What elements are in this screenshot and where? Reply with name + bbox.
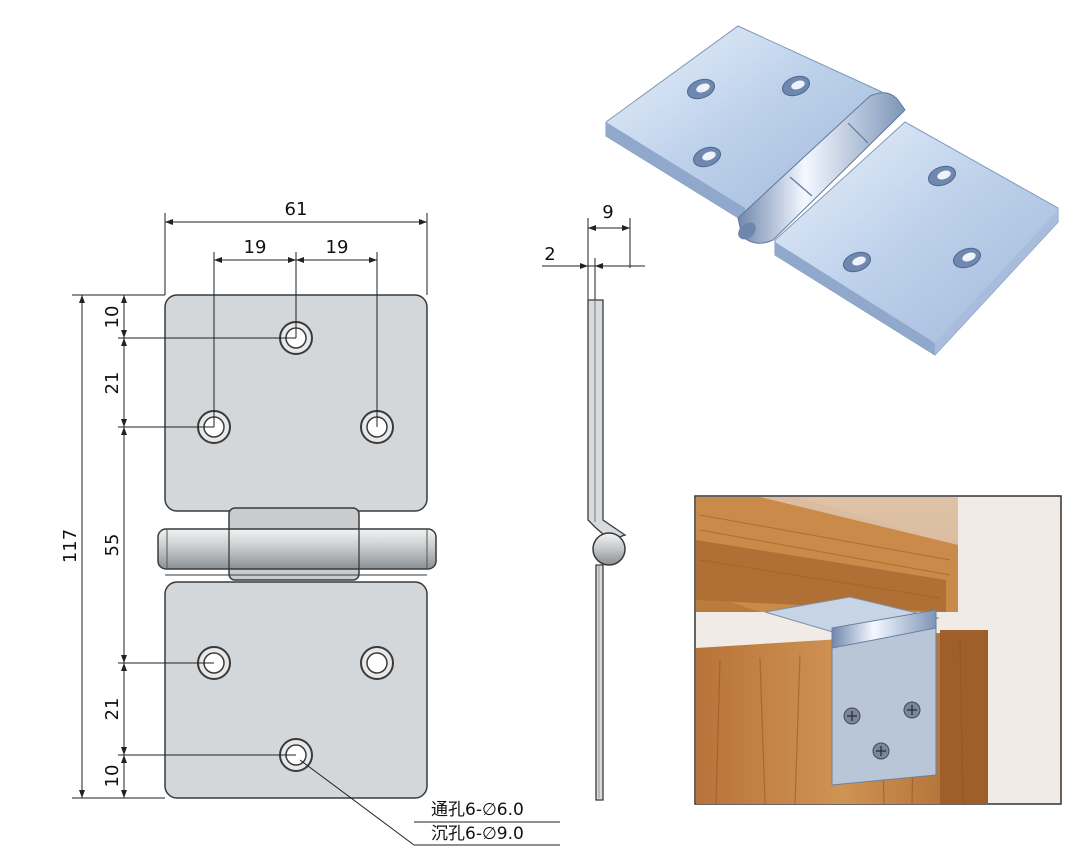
dim-knuckle-width: 9 [602,202,613,223]
dim-thickness: 2 [544,244,555,265]
front-view [157,294,437,799]
note-through-hole: 通孔6-∅6.0 [431,800,524,820]
dim-total-width: 61 [285,199,308,220]
dimension-lines [72,213,560,846]
pin-barrel [157,528,437,570]
installation-photo [694,495,1062,805]
hinge-3d-render [605,25,1059,356]
side-view [542,218,645,801]
dim-hole-spacing-left: 19 [244,237,267,258]
dim-overall-height: 117 [60,529,81,563]
bottom-leaf [164,581,428,799]
pin-circle [592,532,626,566]
dim-row-gap-bottom: 21 [102,698,123,721]
hole [360,646,394,680]
dim-row-gap-top: 21 [102,372,123,395]
dim-middle-span: 55 [102,534,123,557]
dim-hole-spacing-right: 19 [326,237,349,258]
note-countersunk-hole: 沉孔6-∅9.0 [431,824,524,844]
dim-bottom-edge: 10 [102,765,123,788]
dim-top-edge: 10 [102,306,123,329]
